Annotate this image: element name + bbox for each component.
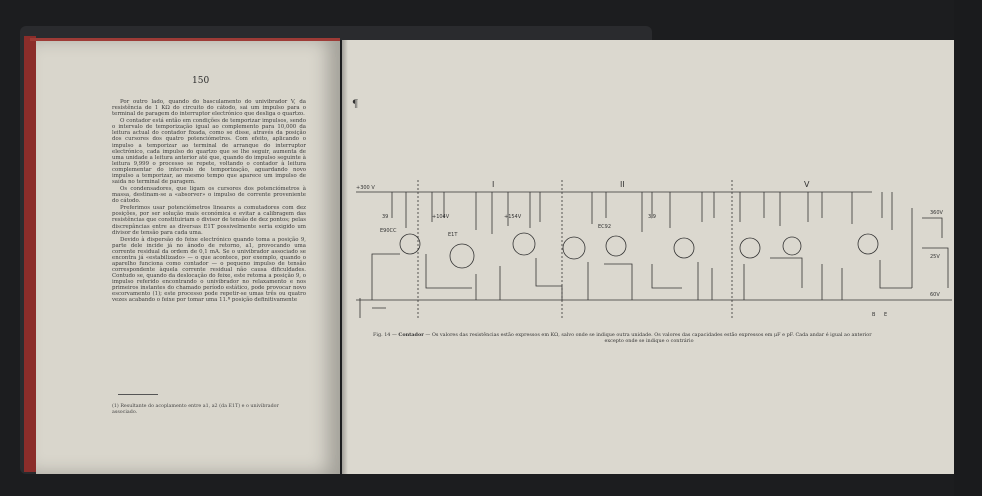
stage-label: I	[492, 180, 494, 189]
tube-symbol	[512, 232, 536, 256]
caption-title: Contador	[398, 332, 424, 338]
page-top-edge	[30, 38, 340, 41]
tube-label: E90CC	[380, 228, 397, 234]
circuit-diagram: +300 V I II V E90CC E1T EC92 39 +104V +1…	[356, 180, 952, 318]
trace-label: 360V	[930, 210, 944, 216]
paragraph: O contador está então em condições de te…	[112, 118, 306, 185]
paragraph: Os condensadores, que ligam os cursores …	[112, 186, 306, 205]
output-label: E	[884, 312, 887, 318]
supply-label: +300 V	[356, 185, 375, 191]
tube-symbol	[739, 237, 761, 259]
paragraph: Devido à dispersão do feixe electrónico …	[112, 236, 306, 304]
value-label: +104V	[432, 214, 450, 220]
page-gutter-shadow	[340, 40, 348, 474]
caption-text: — Os valores das resistências estão expr…	[423, 332, 872, 338]
page-number: 150	[192, 76, 210, 86]
value-label: 39	[382, 214, 388, 220]
footnote: (1) Resultante do acoplamento entre a1, …	[112, 404, 279, 415]
tube-symbol	[399, 233, 421, 255]
book-edge	[24, 36, 36, 472]
tube-symbol	[605, 235, 627, 257]
tube-symbol	[562, 236, 586, 260]
footnote-rule	[118, 394, 158, 395]
value-label: +154V	[504, 214, 522, 220]
left-page	[36, 38, 340, 474]
value-label: 3,9	[648, 214, 656, 220]
caption-prefix: Fig. 14 —	[373, 332, 399, 338]
right-page	[342, 40, 954, 474]
left-page-body: Por outro lado, quando do basculamento d…	[112, 99, 306, 304]
caption-line2: excepto onde se indique o contrário	[604, 338, 694, 344]
paragraph: Preferimos usar potenciómetros lineares …	[112, 205, 306, 236]
stage-label: II	[620, 180, 625, 189]
trace-label: 25V	[930, 254, 940, 260]
stage-label: V	[804, 180, 810, 189]
tube-label: E1T	[448, 232, 458, 238]
figure-caption: Fig. 14 — Contador — Os valores das resi…	[373, 332, 925, 344]
tube-symbol	[449, 243, 475, 269]
background-right	[954, 0, 982, 496]
tube-label: EC92	[598, 224, 611, 230]
margin-mark: ¶	[352, 99, 359, 110]
paragraph: Por outro lado, quando do basculamento d…	[112, 99, 306, 118]
tube-symbol	[673, 237, 695, 259]
tube-symbol	[857, 233, 879, 255]
tube-symbol	[782, 236, 802, 256]
output-label: B	[872, 312, 876, 318]
trace-label: 60V	[930, 292, 940, 298]
